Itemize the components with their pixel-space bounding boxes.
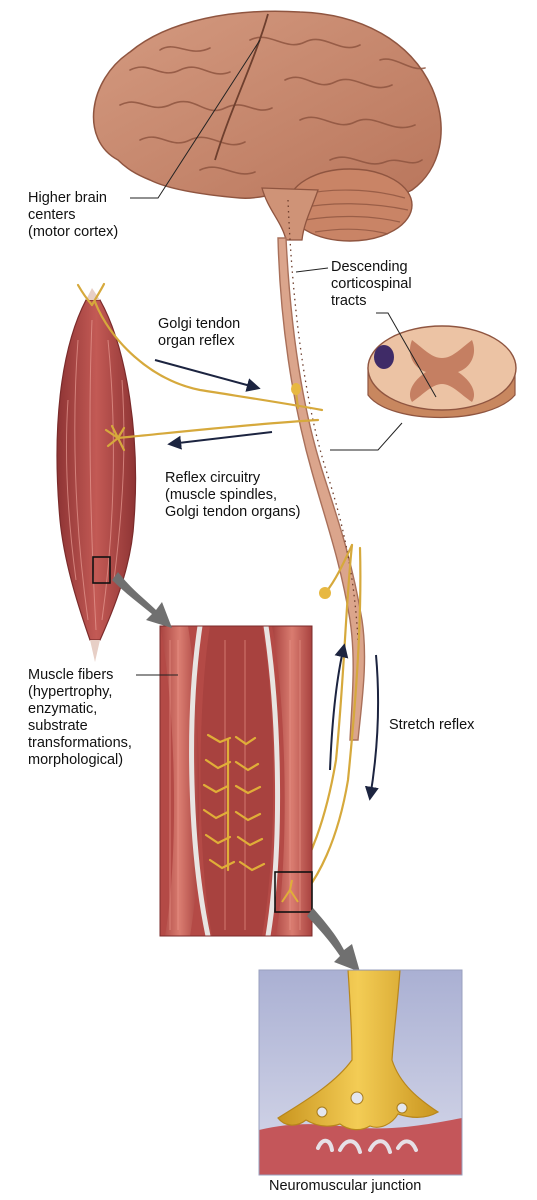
nmj-terminal (277, 970, 440, 1131)
nmj-panel (259, 970, 462, 1175)
spinal-cord-body (277, 237, 366, 741)
muscle-striations (65, 319, 125, 631)
zoom-arrow-fibers (112, 572, 172, 628)
leader-tracts (376, 312, 437, 398)
reflex-nerves (76, 282, 324, 452)
label-neuromuscular-junction: Neuromuscular junction (269, 1178, 422, 1194)
leader-descending (295, 267, 329, 273)
stretch-ganglion-cell (319, 587, 331, 599)
tendon-bottom (90, 640, 100, 662)
muscle (56, 288, 137, 662)
cerebrum (92, 10, 442, 199)
brain-folds (119, 36, 426, 175)
central-sulcus (214, 13, 269, 161)
brainstem (261, 187, 319, 241)
spinal-cord-cross-section (367, 325, 517, 419)
muscle-zoom-box (92, 556, 111, 584)
leader-higher-brain (130, 39, 261, 199)
label-higher-brain-centers: Higher brain centers (motor cortex) (28, 190, 119, 240)
golgi-arrow (154, 359, 261, 392)
label-reflex-circuitry: Reflex circuitry (muscle spindles, Golgi… (165, 470, 301, 520)
motor-end-plates (202, 733, 266, 872)
label-stretch-reflex: Stretch reflex (389, 717, 475, 733)
label-muscle-fibers: Muscle fibers (hypertrophy, enzymatic, s… (28, 667, 132, 768)
tract-dot (374, 345, 394, 369)
corticospinal-tract-dots (287, 199, 359, 641)
label-descending-tracts: Descending corticospinal tracts (331, 259, 412, 309)
nmj-muscle (259, 1118, 462, 1175)
muscle-fibers-panel (159, 625, 313, 937)
label-golgi-reflex: Golgi tendon organ reflex (158, 316, 241, 349)
golgi-ganglion-cell (291, 383, 301, 395)
nmj-zoom-box (274, 871, 313, 913)
reflex-arrow (167, 431, 273, 450)
spinal-cord (277, 199, 366, 741)
brain (92, 10, 442, 242)
muscle-fibers-border (159, 625, 313, 937)
zoom-arrow-nmj (307, 908, 360, 972)
stretch-arrow-up (329, 643, 349, 771)
leader-cross-section (330, 422, 403, 451)
cross-section-gray-matter (409, 340, 475, 402)
leader-lines (130, 39, 437, 676)
stretch-arrow-down (364, 654, 379, 801)
